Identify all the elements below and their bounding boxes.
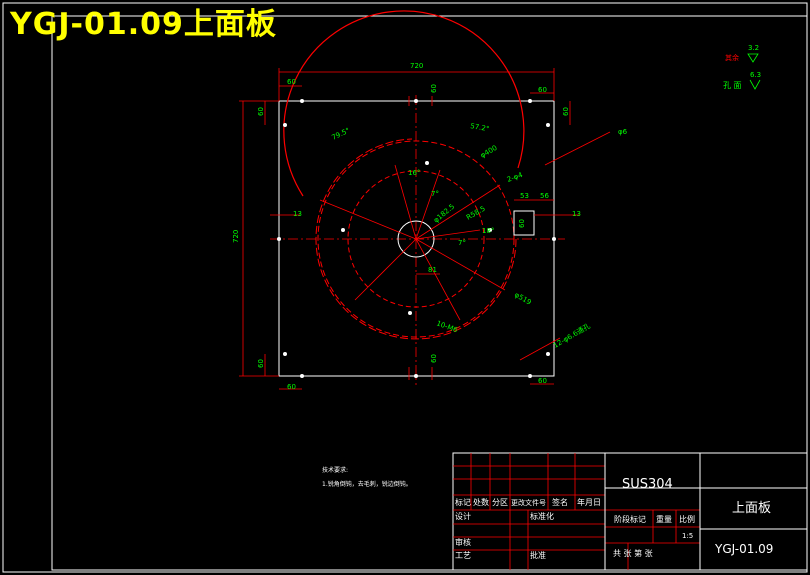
tb-col-qianming: 签名	[552, 497, 568, 507]
drawing-title: YGJ-01.09上面板	[10, 7, 277, 42]
tb-part-name: 上面板	[732, 501, 771, 516]
dim-left-bottom: 60	[257, 359, 265, 368]
angle-7a: 7°	[431, 190, 439, 198]
holes-2: 2-φ4	[506, 171, 524, 184]
dim-center-top: 60	[430, 84, 438, 93]
roughness-label-1: 其余	[725, 53, 739, 62]
tb-col-date: 年月日	[577, 497, 601, 507]
title-block: 标记 处数 分区 更改文件号 签名 年月日 设计 标准化 审核 工艺 批准 阶段…	[452, 452, 808, 571]
dim-53: 53	[520, 192, 529, 200]
dim-overall-width: 720	[410, 62, 423, 70]
angle-16: 16°	[408, 169, 420, 177]
dia-519: φ519	[513, 291, 533, 307]
dim-edge-br: 60	[538, 377, 547, 385]
tb-row-pizhun: 批准	[530, 550, 546, 560]
tb-row-bili: 比例	[679, 514, 695, 524]
dim-edge-tl: 60	[287, 78, 296, 86]
tb-row-shenhe: 审核	[455, 537, 471, 547]
phi-6: φ6	[618, 128, 628, 136]
roughness-symbol-2-icon	[749, 79, 761, 90]
angle-79-5: 79.5°	[330, 126, 351, 141]
dim-13-right: 13	[572, 210, 581, 218]
dim-edge-bl: 60	[287, 383, 296, 391]
technical-notes: 技术要求: 1.锐角倒钝，去毛刺，锐边倒钝。	[322, 466, 412, 488]
dia-400: φ400	[479, 144, 499, 160]
tb-material: SUS304	[622, 477, 673, 492]
dim-slot: 60	[518, 219, 526, 228]
corner-holes	[277, 99, 556, 378]
angle-7b: 7°	[458, 239, 466, 247]
dimension-texts: 720 720 60 60 60 60 60 60 60 60 60 60 53…	[232, 62, 628, 391]
dim-81: 81	[428, 266, 437, 274]
tb-row-jieduan: 阶段标记	[614, 514, 646, 524]
roughness-block: 其余 3.2 孔 面 6.3	[723, 44, 761, 90]
tb-drawing-no: YGJ-01.09	[714, 542, 773, 556]
tb-col-fenqu: 分区	[492, 498, 508, 507]
dim-13-left: 13	[293, 210, 302, 218]
holes-12: 12-φ6.6通孔	[552, 321, 592, 349]
tb-col-gengai: 更改文件号	[511, 498, 546, 507]
tb-row-zhongliang: 重量	[656, 514, 672, 524]
tb-row-gongyi: 工艺	[455, 551, 471, 560]
slot	[513, 210, 535, 236]
dim-left-top: 60	[257, 107, 265, 116]
notes-heading: 技术要求:	[322, 466, 348, 474]
tb-row-gongzhang: 共 张 第 张	[613, 548, 653, 558]
angle-57-2: 57.2°	[470, 122, 490, 133]
dimension-lines	[239, 68, 611, 390]
tb-col-biaoji: 标记	[455, 497, 471, 507]
inner-border	[51, 15, 808, 571]
tb-row-sheji: 设计	[455, 511, 471, 521]
roughness-value-2: 6.3	[750, 71, 761, 79]
angle-18: 18°	[482, 227, 494, 235]
dim-edge-tr: 60	[538, 86, 547, 94]
tb-row-biaozhunhua: 标准化	[530, 511, 554, 521]
dim-56: 56	[540, 192, 549, 200]
roughness-value-1: 3.2	[748, 44, 759, 52]
tb-col-chushu: 处数	[473, 497, 489, 507]
main-circles	[283, 10, 525, 340]
notes-line-1: 1.锐角倒钝，去毛刺，锐边倒钝。	[322, 480, 412, 488]
dim-overall-height: 720	[232, 230, 240, 243]
tb-scale: 1:5	[682, 532, 693, 540]
roughness-symbol-1-icon	[747, 53, 759, 63]
roughness-label-2: 孔 面	[723, 81, 742, 90]
dim-center-bottom: 60	[430, 354, 438, 363]
radial-lines	[319, 164, 506, 321]
dim-right-top: 60	[562, 107, 570, 116]
